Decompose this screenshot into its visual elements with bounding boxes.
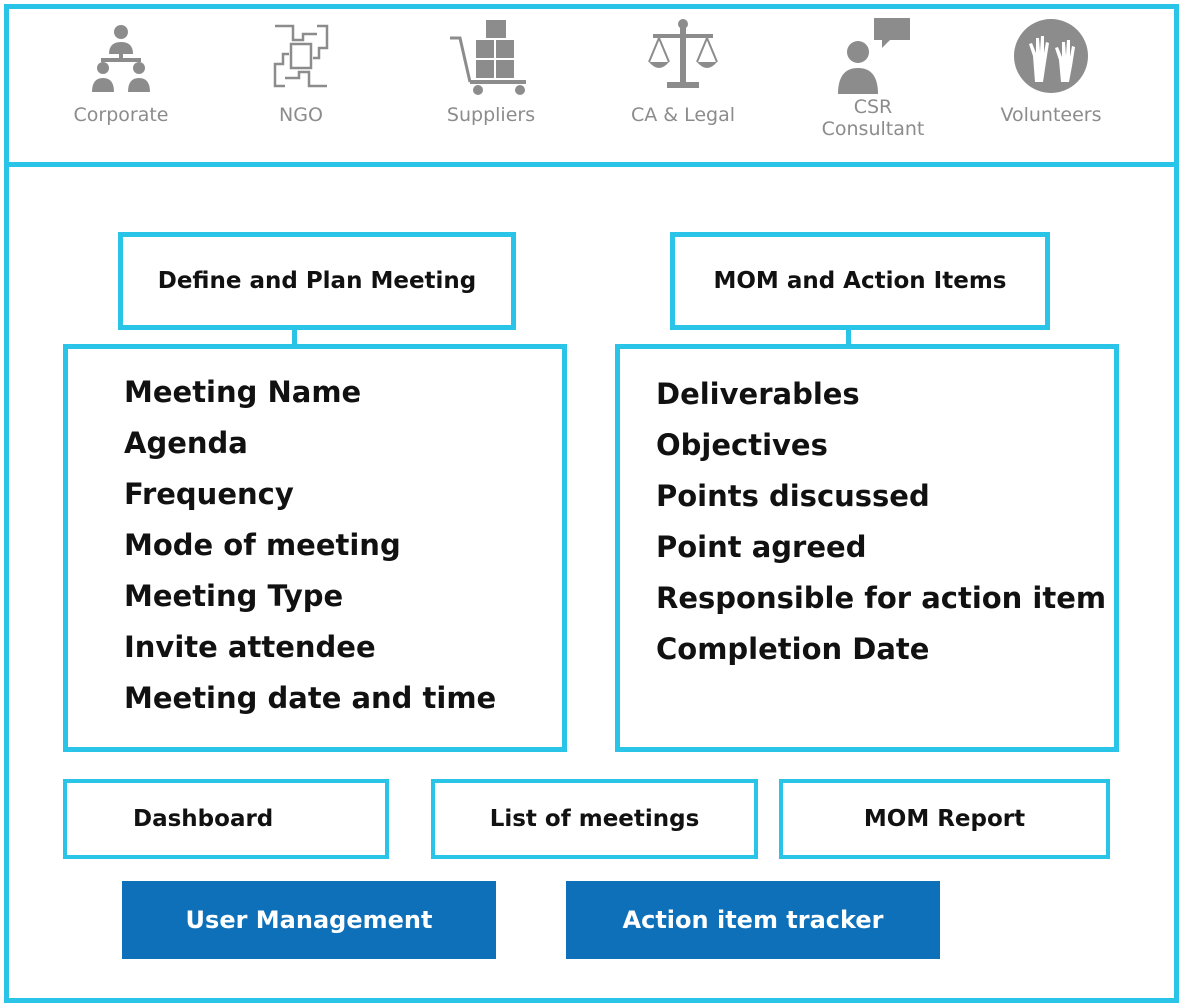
corporate-hierarchy-icon	[92, 25, 150, 92]
consultant-speech-icon	[838, 18, 910, 94]
category-ca-legal[interactable]: CA & Legal	[598, 16, 768, 126]
plan-field: Agenda	[124, 426, 248, 460]
category-csr-consultant[interactable]: CSR Consultant	[788, 16, 958, 140]
mom-field: Deliverables	[656, 377, 860, 411]
dashboard-button[interactable]: Dashboard	[63, 779, 389, 859]
mom-title-box: MOM and Action Items	[670, 232, 1050, 330]
category-volunteers[interactable]: Volunteers	[966, 16, 1136, 126]
category-label: Volunteers	[1000, 104, 1102, 126]
scales-of-justice-icon	[648, 19, 718, 88]
mom-report-button[interactable]: MOM Report	[779, 779, 1110, 859]
mom-field: Points discussed	[656, 479, 930, 513]
category-suppliers[interactable]: Suppliers	[406, 16, 576, 126]
plan-meeting-fields-box: Meeting Name Agenda Frequency Mode of me…	[63, 344, 567, 752]
plan-field: Meeting date and time	[124, 681, 497, 715]
list-of-meetings-label: List of meetings	[489, 806, 700, 832]
plan-field: Meeting Type	[124, 579, 344, 613]
category-ngo[interactable]: NGO	[216, 16, 386, 126]
category-header: Corporate NGO	[4, 4, 1179, 167]
ngo-hands-icon	[273, 24, 329, 88]
category-label: Suppliers	[446, 104, 536, 126]
plan-meeting-fields: Meeting Name Agenda Frequency Mode of me…	[124, 367, 496, 724]
plan-meeting-title: Define and Plan Meeting	[157, 268, 477, 294]
action-item-tracker-button[interactable]: Action item tracker	[566, 881, 940, 959]
mom-field: Objectives	[656, 428, 828, 462]
user-management-button[interactable]: User Management	[122, 881, 496, 959]
mom-field: Responsible for action item	[656, 581, 1107, 615]
category-label: NGO	[279, 104, 323, 126]
user-management-label: User Management	[185, 906, 433, 934]
mom-fields-box: Deliverables Objectives Points discussed…	[615, 344, 1119, 752]
list-of-meetings-button[interactable]: List of meetings	[431, 779, 758, 859]
mom-field: Point agreed	[656, 530, 867, 564]
dashboard-label: Dashboard	[133, 806, 274, 832]
mom-title: MOM and Action Items	[713, 268, 1007, 294]
category-corporate[interactable]: Corporate	[36, 16, 206, 126]
plan-field: Meeting Name	[124, 375, 362, 409]
mom-report-label: MOM Report	[863, 806, 1026, 832]
category-label: CA & Legal	[630, 104, 736, 126]
plan-field: Invite attendee	[124, 630, 376, 664]
supplier-cart-icon	[450, 20, 526, 95]
plan-field: Mode of meeting	[124, 528, 401, 562]
plan-meeting-title-box: Define and Plan Meeting	[118, 232, 516, 330]
raised-hands-icon	[1014, 19, 1088, 93]
outer-frame	[4, 4, 1179, 1003]
category-label: Corporate	[73, 104, 169, 126]
plan-connector	[292, 328, 297, 348]
plan-field: Frequency	[124, 477, 294, 511]
action-item-tracker-label: Action item tracker	[622, 906, 884, 934]
mom-connector	[846, 328, 851, 348]
mom-field: Completion Date	[656, 632, 930, 666]
mom-fields: Deliverables Objectives Points discussed…	[656, 369, 1106, 675]
category-label: CSR Consultant	[821, 96, 925, 140]
